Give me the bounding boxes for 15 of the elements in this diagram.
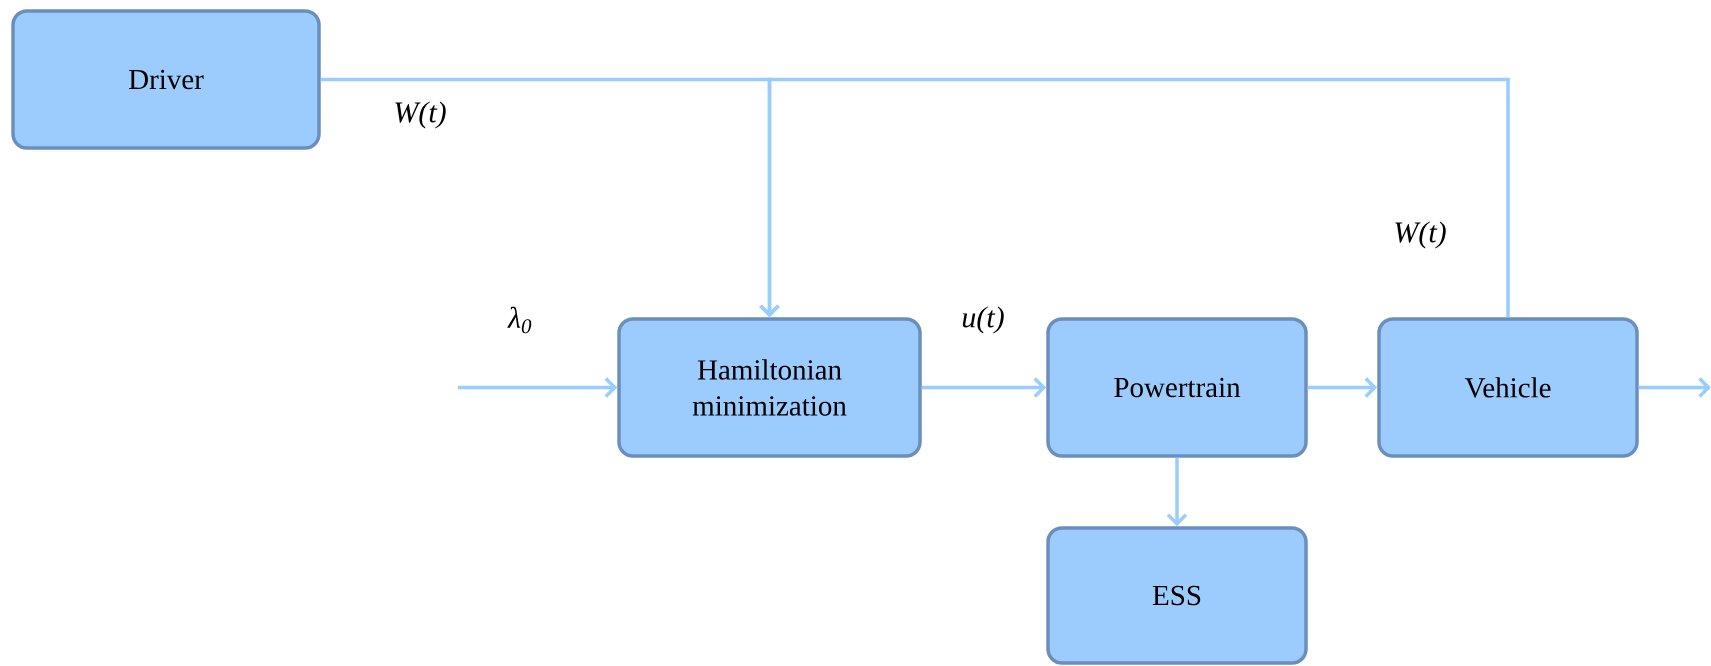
edge-label: u(t) bbox=[959, 304, 1007, 336]
edge-label: W(t) bbox=[1391, 219, 1449, 251]
arrow bbox=[458, 377, 618, 398]
arrow bbox=[759, 77, 1510, 318]
process-box: Hamiltonian minimization bbox=[617, 317, 922, 458]
arrow bbox=[921, 377, 1047, 398]
process-box: Powertrain bbox=[1046, 317, 1308, 458]
arrow bbox=[1638, 377, 1711, 398]
arrow bbox=[1166, 457, 1188, 527]
process-box: Driver bbox=[11, 9, 321, 150]
edge-label: λ$_{0}$ bbox=[506, 304, 534, 336]
process-box: Vehicle bbox=[1377, 317, 1639, 458]
edge-label: W(t) bbox=[391, 99, 449, 131]
arrow bbox=[1307, 377, 1378, 398]
process-box: ESS bbox=[1046, 526, 1308, 665]
